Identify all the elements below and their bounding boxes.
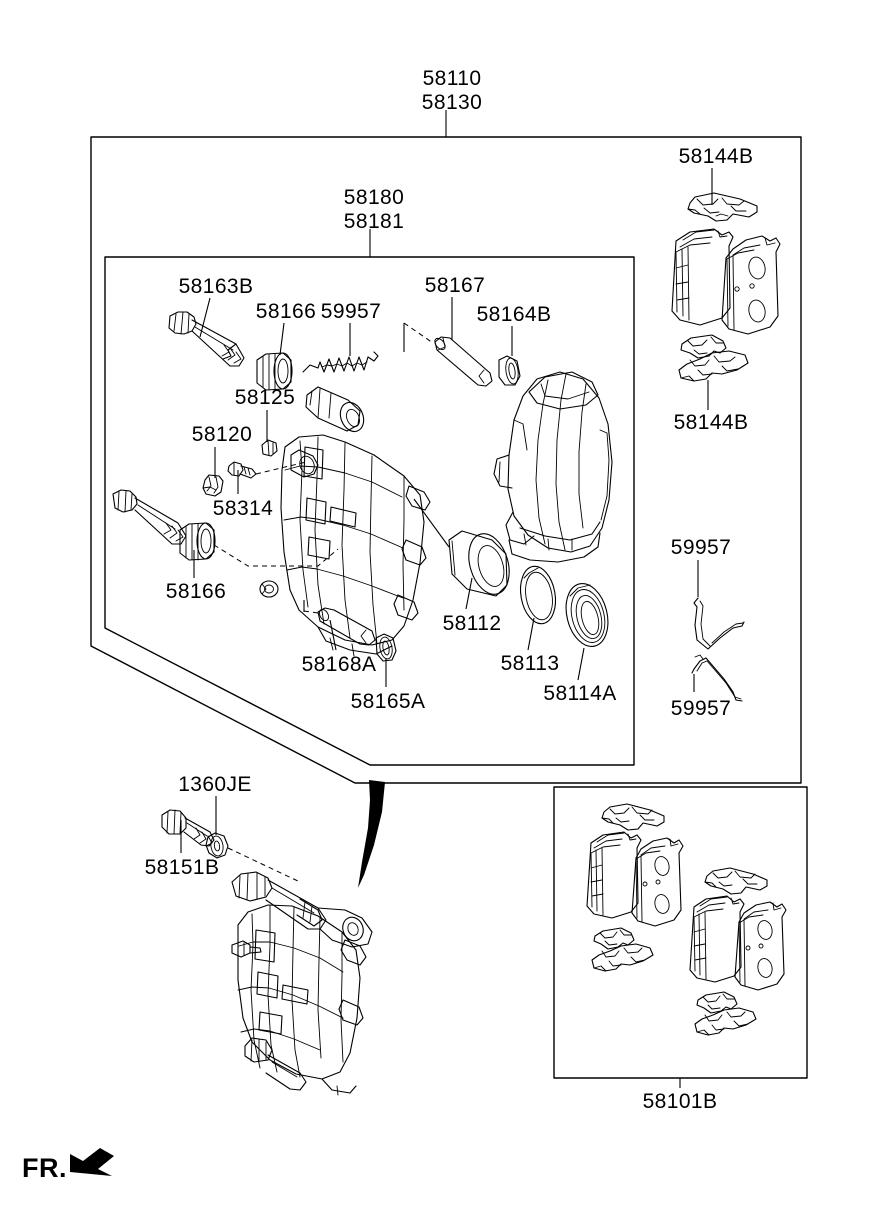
spring-clip-59957-lower (691, 654, 743, 702)
callout-58180: 58180 (343, 186, 405, 209)
pad-kit-pad-1a (586, 831, 642, 919)
callout-58167: 58167 (424, 274, 486, 297)
callout-1360JE: 1360JE (178, 773, 252, 796)
frame-inner-caliper-body (104, 256, 635, 766)
callout-58144B-bot: 58144B (673, 411, 749, 434)
callout-59957-r2: 59957 (670, 697, 732, 720)
pad-kit-pad-2b (734, 901, 787, 991)
callout-58113: 58113 (500, 652, 560, 675)
bleed-screw-58125 (261, 410, 278, 457)
callout-58110: 58110 (422, 67, 482, 90)
caliper-assembly-lower (231, 871, 373, 1096)
frame-outer-caliper-assembly (90, 136, 802, 784)
callout-58151B: 58151B (144, 856, 220, 879)
pad-kit-clip-1a (601, 803, 665, 831)
callout-58101B: 58101B (642, 1090, 718, 1113)
pad-kit-clip-1b (591, 927, 654, 972)
callout-58120: 58120 (191, 423, 253, 446)
pad-kit-pad-1b (631, 837, 684, 927)
guide-bush-58166-lower (179, 522, 216, 578)
caliper-carrier-bracket (493, 371, 613, 563)
bolt-58314 (227, 461, 257, 494)
sleeve-boot-58165A (375, 633, 397, 687)
piston-58112 (448, 530, 510, 610)
bolt-58151B (161, 809, 215, 853)
pad-kit-clip-2b (694, 991, 757, 1036)
callout-58181: 58181 (343, 210, 405, 233)
dust-boot-58114A (565, 583, 609, 681)
callout-58112: 58112 (442, 612, 502, 635)
front-direction-label: FR. (22, 1153, 67, 1183)
pad-kit-clip-2a (704, 867, 768, 895)
callout-58164B: 58164B (476, 303, 552, 326)
spring-clip-59957-upper (693, 560, 745, 650)
assembly-line-58314 (255, 461, 307, 475)
assembly-line-sleeve (303, 610, 319, 614)
caliper-body-main (280, 386, 431, 657)
assembly-line-piston (413, 498, 450, 548)
slide-pin-58167 (434, 297, 493, 387)
hose-pointer-mark (358, 780, 385, 888)
callout-58165A: 58165A (350, 690, 426, 713)
callout-58130: 58130 (421, 91, 483, 114)
pad-set-upper-right (671, 168, 781, 410)
piston-seal-58113 (519, 565, 557, 651)
callout-58125: 58125 (234, 386, 296, 409)
plug-washer (259, 580, 279, 598)
assembly-line-pin (403, 322, 434, 344)
brake-pad-left (671, 228, 734, 326)
guide-bush-58166-upper (256, 322, 293, 391)
clip-58120 (202, 447, 224, 497)
guide-bolt-lower-left (112, 489, 187, 545)
brake-pad-right (721, 235, 781, 335)
front-direction-arrow-icon (70, 1148, 114, 1176)
callout-58166-bot: 58166 (165, 580, 227, 603)
callout-58314: 58314 (212, 497, 274, 520)
callout-58144B-top: 58144B (678, 145, 754, 168)
frame-pad-kit-box (553, 786, 808, 1079)
callout-58163B: 58163B (178, 275, 254, 298)
callout-58114A: 58114A (543, 682, 617, 705)
callout-59957-top: 59957 (320, 300, 382, 323)
assembly-line-bush-lower (213, 544, 339, 567)
callout-58166-top: 58166 (255, 300, 317, 323)
guide-bolt-58163B (168, 297, 245, 367)
pad-clip-upper (687, 192, 758, 222)
spring-59957-upper (302, 323, 379, 373)
pad-clip-lower (678, 334, 749, 382)
pin-boot-58164B (498, 326, 521, 386)
assembly-line-58151B (227, 847, 301, 883)
pad-kit-pad-2a (689, 895, 745, 983)
washer-1360JE (205, 796, 229, 859)
sleeve-58168A (317, 607, 376, 651)
pad-kit-contents (586, 803, 787, 1036)
callout-59957-r1: 59957 (670, 536, 732, 559)
callout-58168A: 58168A (301, 653, 377, 676)
